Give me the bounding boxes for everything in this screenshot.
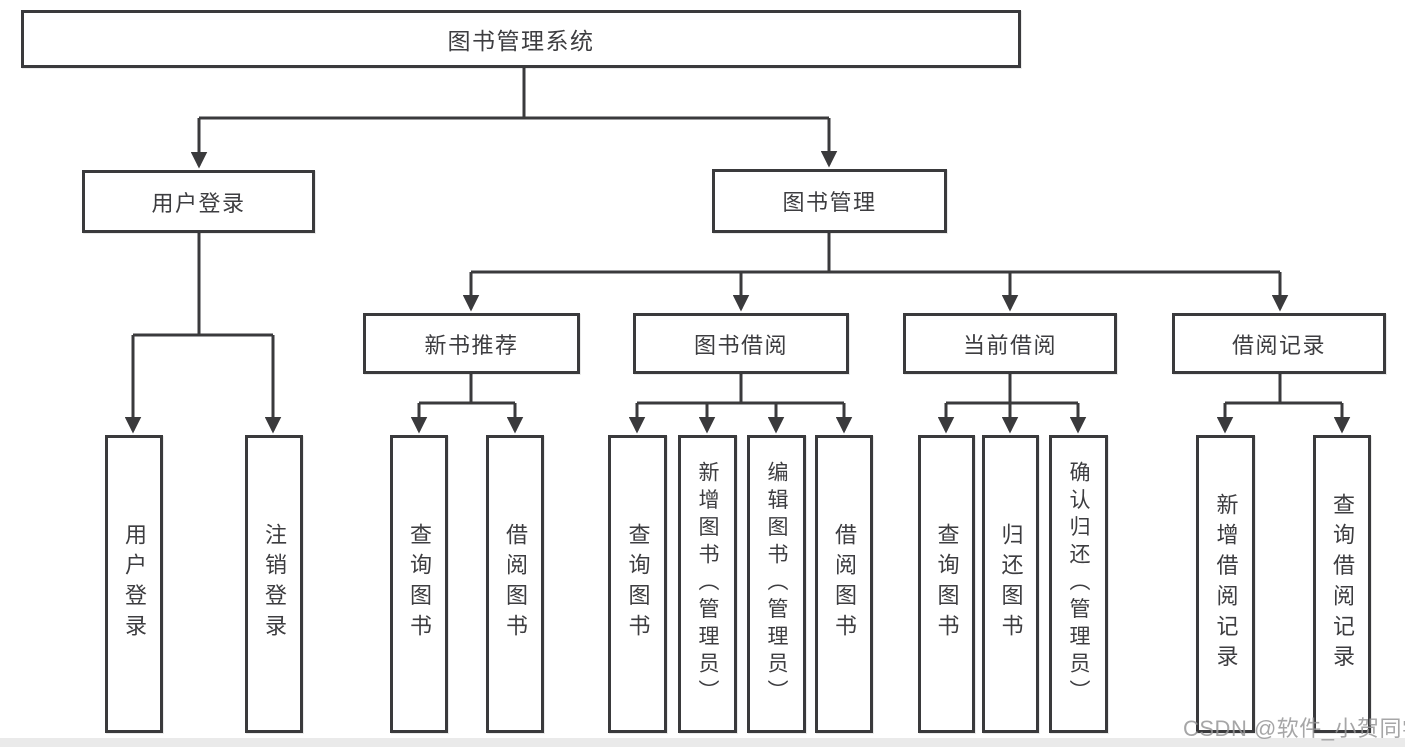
leaf-label: 查询图书 (625, 523, 651, 645)
node-label: 借阅记录 (1231, 332, 1326, 358)
leaf-return-books: 归还图书 (982, 435, 1039, 733)
node-label: 图书借阅 (693, 332, 788, 358)
leaf-label: 借阅图书 (503, 523, 528, 645)
node-label: 图书管理系统 (447, 28, 595, 54)
leaf-label: 编辑图书（管理员） (765, 461, 788, 707)
leaf-borrow-books-borrowing: 借阅图书 (815, 435, 873, 733)
leaf-logout: 注销登录 (245, 435, 303, 733)
leaf-label: 查询借阅记录 (1330, 492, 1355, 676)
leaf-confirm-return-admin: 确认归还（管理员） (1049, 435, 1108, 733)
leaf-label: 借阅图书 (832, 523, 857, 645)
leaf-label: 确认归还（管理员） (1067, 461, 1090, 707)
leaf-label: 新增借阅记录 (1213, 492, 1239, 676)
node-root-system: 图书管理系统 (21, 10, 1021, 68)
leaf-add-books-admin: 新增图书（管理员） (678, 435, 737, 733)
csdn-watermark: CSDN @软件_小贺同学 (1183, 716, 1405, 741)
node-label: 用户登录 (151, 190, 246, 216)
leaf-label: 查询图书 (407, 523, 432, 645)
leaf-add-borrow-record: 新增借阅记录 (1196, 435, 1255, 733)
leaf-query-books-borrowing: 查询图书 (608, 435, 667, 733)
node-label: 当前借阅 (962, 332, 1057, 358)
leaf-label: 注销登录 (262, 523, 287, 645)
leaf-query-books-current: 查询图书 (918, 435, 975, 733)
leaf-query-borrow-record: 查询借阅记录 (1313, 435, 1371, 733)
leaf-label: 用户登录 (122, 523, 147, 645)
node-label: 新书推荐 (424, 332, 519, 358)
node-borrowing-records: 借阅记录 (1172, 313, 1386, 374)
node-book-management: 图书管理 (712, 169, 947, 233)
leaf-query-books-recommend: 查询图书 (390, 435, 448, 733)
leaf-label: 查询图书 (934, 523, 960, 645)
node-current-borrowing: 当前借阅 (903, 313, 1117, 374)
leaf-edit-books-admin: 编辑图书（管理员） (747, 435, 806, 733)
leaf-label: 新增图书（管理员） (696, 461, 719, 707)
node-new-book-recommend: 新书推荐 (363, 313, 580, 374)
node-label: 图书管理 (782, 190, 877, 215)
leaf-label: 归还图书 (998, 523, 1024, 645)
bottom-gray-band (0, 738, 1405, 747)
leaf-user-login: 用户登录 (105, 435, 163, 733)
node-user-login: 用户登录 (82, 170, 315, 233)
leaf-borrow-books-recommend: 借阅图书 (486, 435, 544, 733)
node-book-borrowing: 图书借阅 (633, 313, 849, 374)
